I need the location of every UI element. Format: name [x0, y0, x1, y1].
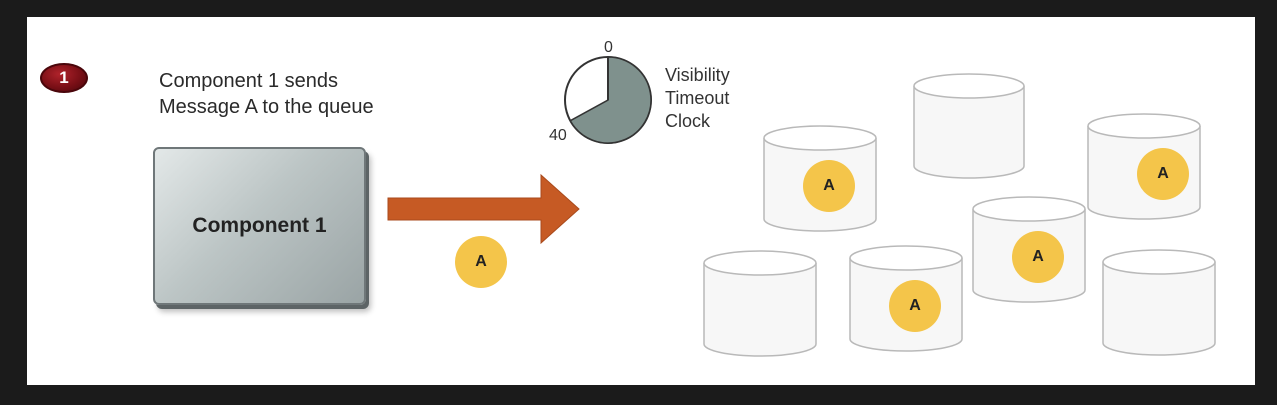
cylinder-shape: [703, 250, 817, 357]
component-1-box: Component 1: [153, 147, 366, 305]
send-arrow: [387, 173, 580, 245]
clock-elapsed-wedge: [569, 56, 652, 144]
cylinder-shape: [1102, 249, 1216, 356]
queue-message-label: A: [1032, 247, 1044, 265]
queue-message-label: A: [823, 176, 835, 194]
cylinder-shape: [913, 73, 1025, 179]
clock-title-line-2: Timeout: [665, 88, 730, 108]
queue-message-label: A: [909, 296, 921, 314]
queue-server-1: [913, 73, 1025, 179]
queue-message-token: A: [1012, 230, 1064, 283]
queue-message-token: A: [803, 159, 855, 212]
clock-title-line-1: Visibility: [665, 65, 730, 85]
component-label: Component 1: [192, 214, 327, 237]
clock-tick-top: 0: [604, 39, 613, 56]
clock-title-line-3: Clock: [665, 111, 711, 131]
step-line-1: Component 1 sends: [159, 70, 339, 92]
clock-title: Visibility Timeout Clock: [665, 64, 730, 133]
queue-server-5: [703, 250, 817, 357]
step-number: 1: [59, 68, 69, 87]
visibility-timeout-clock: [564, 56, 652, 144]
queue-message-token: A: [1137, 147, 1189, 200]
step-line-2: Message A to the queue: [159, 96, 374, 118]
queue-message-label: A: [1157, 164, 1169, 182]
queue-server-7: [1102, 249, 1216, 356]
queue-message-token: A: [889, 279, 941, 332]
step-number-badge: 1: [40, 63, 88, 93]
clock-tick-left: 40: [549, 127, 567, 144]
message-a-token: A: [455, 236, 507, 288]
step-description: Component 1 sends Message A to the queue: [159, 68, 374, 120]
message-a-label: A: [475, 253, 487, 270]
